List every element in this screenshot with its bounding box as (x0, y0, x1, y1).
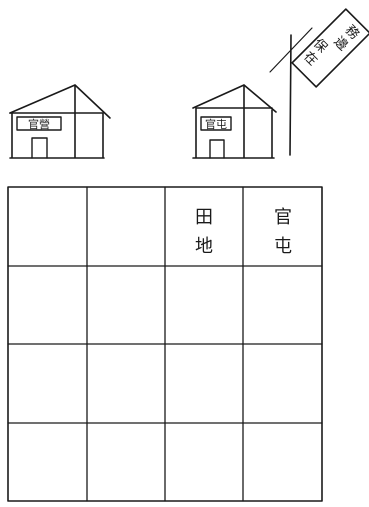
flag-text: 務 邊 保 在 (299, 14, 365, 80)
field-grid: 田 地 官 屯 (7, 186, 323, 502)
flag-banner-border (291, 8, 369, 88)
house-left-wall (9, 84, 105, 159)
house-right-wall (192, 84, 275, 159)
house-left-sign: 官營 (28, 117, 50, 131)
grid-rows (7, 265, 323, 424)
flag-banner: 務 邊 保 在 (291, 8, 369, 88)
house-right-signboard (200, 116, 232, 131)
house-right: 官屯 (192, 84, 277, 159)
cell-tiandi-char-1: 田 (195, 207, 213, 228)
cell-tiandi-char-2: 地 (195, 236, 213, 257)
house-right-door (209, 139, 225, 159)
house-left: 官營 (9, 84, 111, 159)
cell-guantun-char-1: 官 (274, 207, 292, 228)
house-left-signboard (16, 116, 62, 131)
house-right-sign: 官屯 (205, 117, 227, 131)
flag: 務 邊 保 在 (269, 8, 369, 156)
house-left-door (31, 137, 48, 159)
flag-pole (289, 34, 292, 156)
flag-rope (269, 27, 313, 73)
cell-guantun-char-2: 屯 (274, 236, 292, 257)
